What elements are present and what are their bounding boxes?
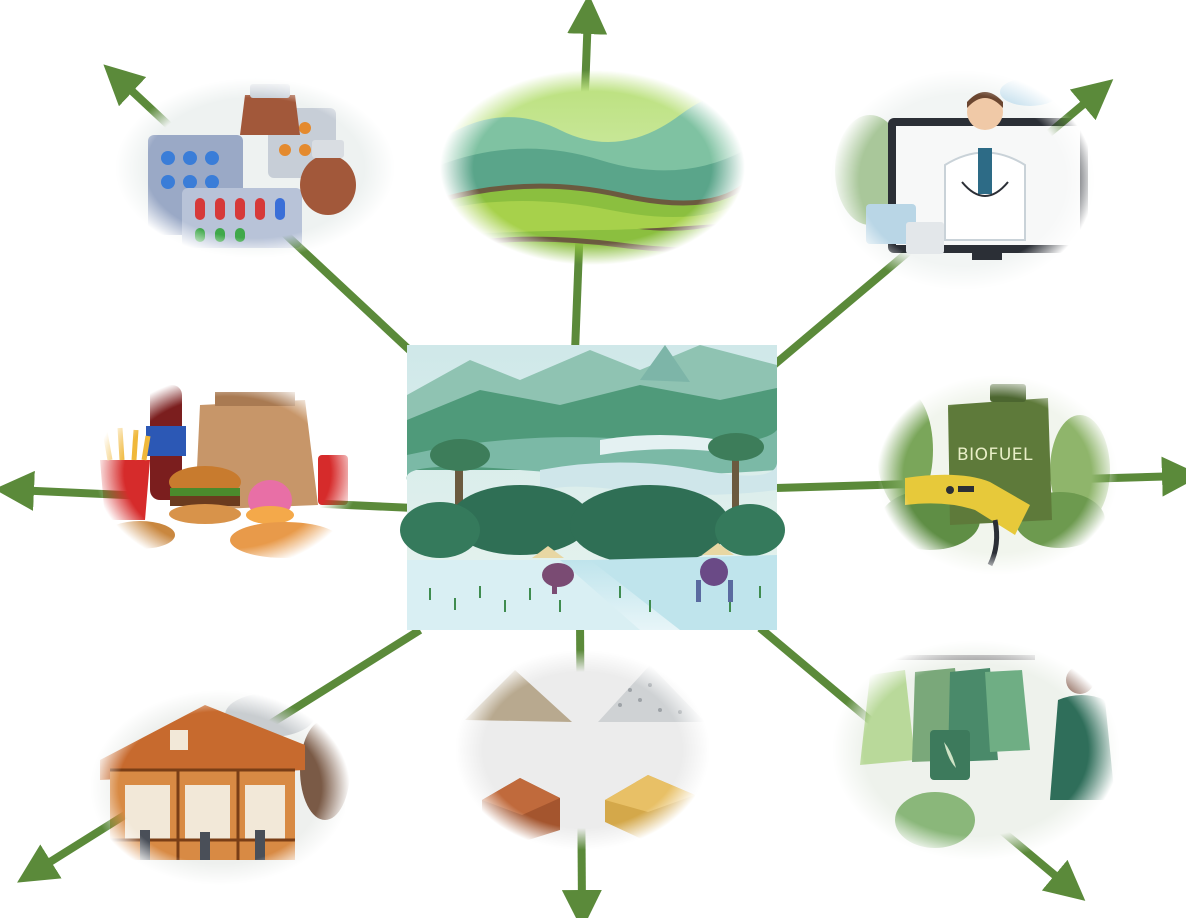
center-rice-farming-image — [400, 345, 785, 630]
biofuel-image: BIOFUEL — [877, 375, 1118, 575]
pharmaceuticals-image — [115, 78, 395, 258]
landscape-terraces-image — [439, 70, 747, 265]
construction-materials-image — [455, 650, 710, 850]
telemedicine-doctor-image — [830, 70, 1095, 290]
biofuel-label: BIOFUEL — [957, 445, 1033, 465]
farmer-figure — [532, 546, 574, 594]
sustainable-building-image — [90, 690, 350, 885]
farmer-figure — [696, 543, 734, 602]
fast-food-image — [95, 375, 360, 570]
textiles-clothing-image — [832, 640, 1120, 860]
